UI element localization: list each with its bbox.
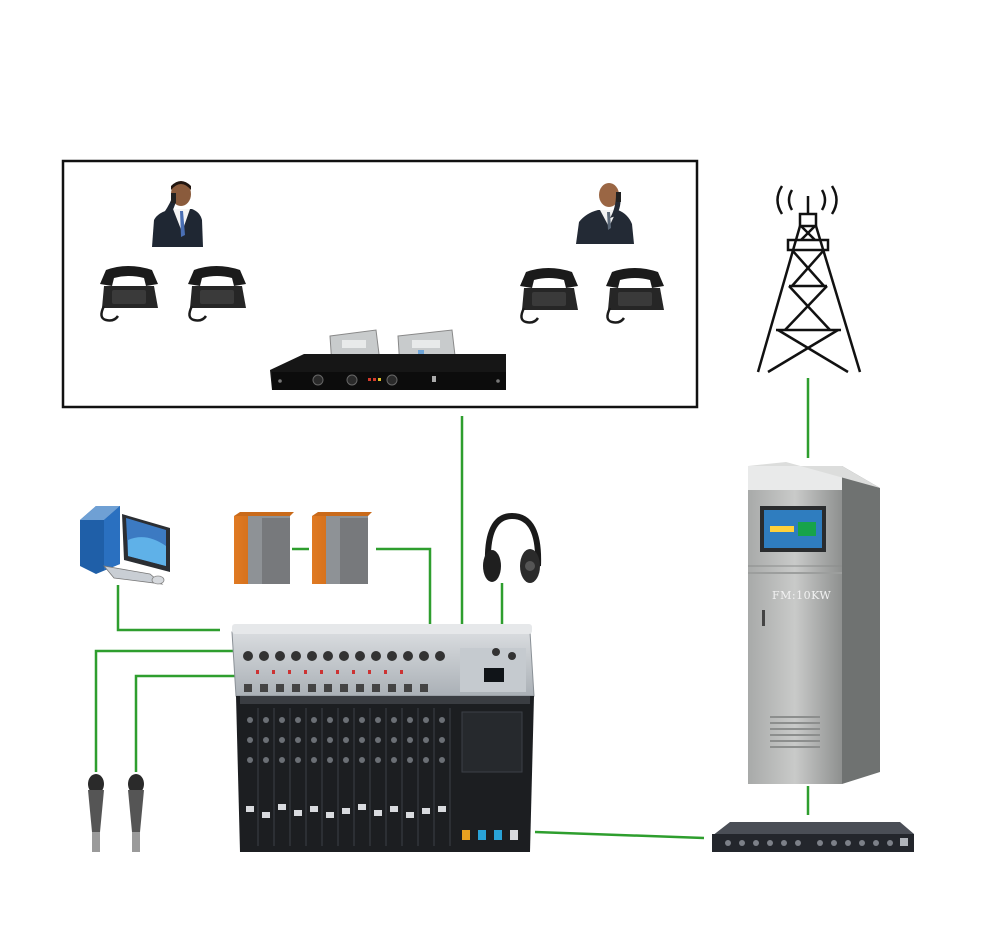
- telephone-icon: [100, 266, 158, 322]
- audio-processor-icon: [712, 822, 914, 852]
- mixer-icon: [231, 624, 535, 852]
- businessman-icon: [576, 183, 634, 244]
- fm-transmitter-icon: [748, 462, 880, 784]
- phone-studio-box: [61, 159, 699, 409]
- transmitter-model-label: FM:10KW: [772, 589, 831, 602]
- speaker-icon: [234, 512, 294, 584]
- radio-tower-icon: [756, 185, 862, 374]
- connection-wires: [94, 378, 810, 840]
- computer-icon: [80, 506, 170, 585]
- telephone-icon: [520, 268, 578, 324]
- phone-hybrid-icon: [270, 329, 506, 390]
- telephone-icon: [606, 268, 664, 324]
- microphone-icon: [88, 774, 104, 852]
- telephone-icon: [188, 266, 246, 322]
- microphone-icon: [128, 774, 144, 852]
- businessman-icon: [152, 181, 203, 247]
- speaker-icon: [312, 512, 372, 584]
- headphones-icon: [483, 512, 542, 583]
